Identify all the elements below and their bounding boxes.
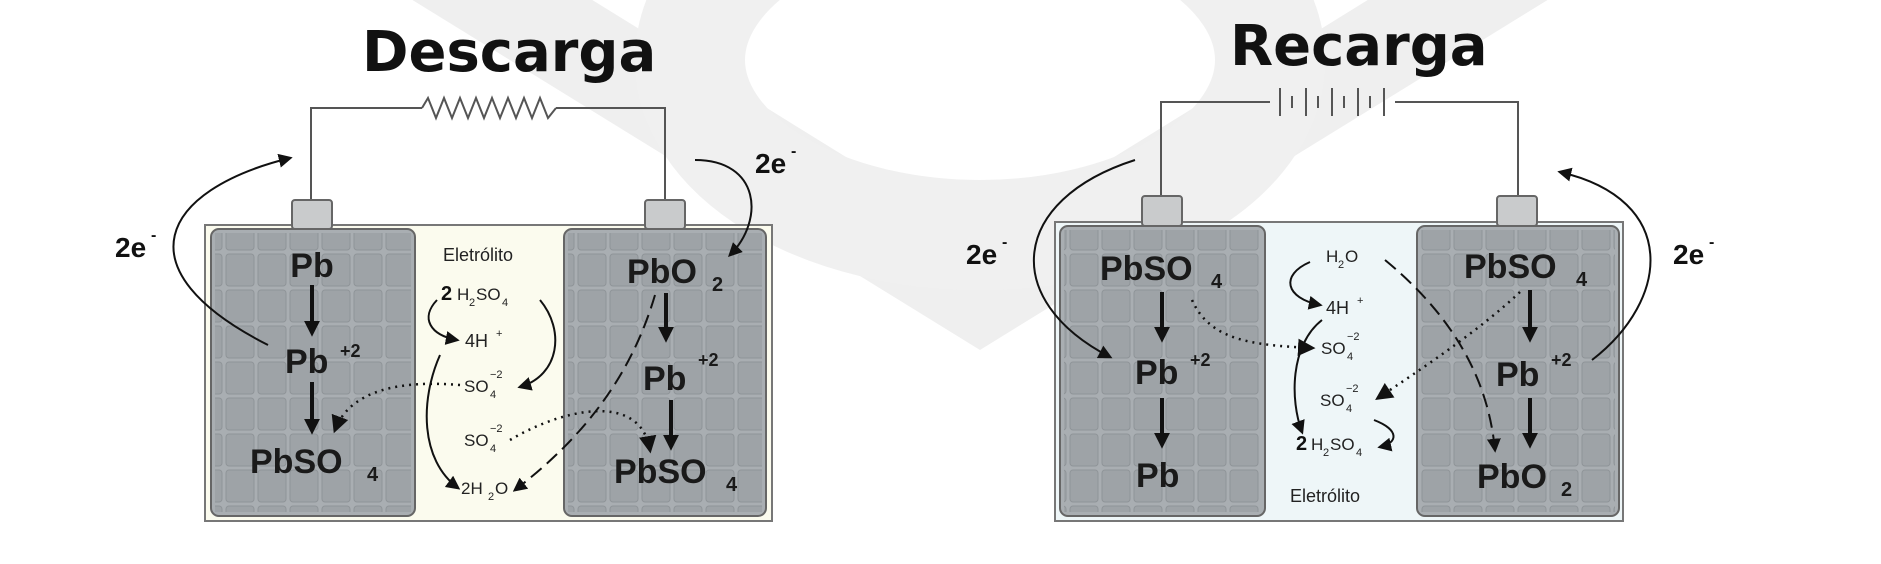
discharge-diagram: Pb Pb +2 PbSO 4 PbO 2 Pb +2 PbSO 4 Eletr…: [115, 95, 796, 522]
h2so4-so: SO: [476, 285, 501, 304]
external-circuit: [1160, 88, 1519, 198]
left-plate-middle-sup: +2: [340, 341, 361, 361]
so4-b-sub: 4: [1346, 403, 1352, 415]
water-h: H: [1326, 247, 1338, 266]
so4-a-sub: 4: [1347, 351, 1353, 363]
negative-terminal: [1141, 195, 1183, 227]
right-plate-middle: Pb: [643, 360, 686, 398]
right-plate-top-sub: 2: [712, 274, 723, 296]
so4-a: SO: [464, 377, 489, 396]
electron-right-sup: -: [791, 143, 796, 160]
water-2h: 2H: [461, 479, 483, 498]
right-plate-bottom: PbSO: [614, 453, 707, 491]
resistor-icon: [421, 95, 557, 121]
h2so4-h: H: [1311, 435, 1323, 454]
right-plate-middle-sup: +2: [698, 350, 719, 370]
right-plate-top: PbSO: [1464, 248, 1557, 286]
left-plate-bottom: PbSO: [250, 443, 343, 481]
left-plate-middle: Pb: [285, 343, 328, 381]
electron-left: 2e: [966, 239, 997, 270]
h2so4-sub2: 4: [1356, 447, 1362, 459]
so4-b-sup: −2: [490, 423, 503, 435]
water-o: O: [495, 479, 508, 498]
right-plate-middle: Pb: [1496, 356, 1539, 394]
right-plate-bottom-sub: 2: [1561, 479, 1572, 501]
recharge-diagram: PbSO 4 Pb +2 Pb PbSO 4 Pb +2 PbO 2 H 2 O…: [966, 88, 1714, 522]
left-plate-top: Pb: [290, 247, 333, 285]
right-plate-middle-sup: +2: [1551, 350, 1572, 370]
electrolyte-label: Eletrólito: [443, 245, 513, 265]
electron-right: 2e: [755, 148, 786, 179]
electron-flow-arrow: [1557, 167, 1652, 361]
electrolyte-label: Eletrólito: [1290, 486, 1360, 506]
battery-icon: [1279, 88, 1385, 116]
negative-plate: [1059, 225, 1266, 517]
h-ion-sup: +: [1357, 295, 1363, 307]
h2so4-sub2: 4: [502, 297, 508, 309]
left-plate-top-sub: 4: [1211, 271, 1223, 293]
so4-a-sub: 4: [490, 389, 496, 401]
left-plate-bottom-sub: 4: [367, 464, 379, 486]
so4-a: SO: [1321, 339, 1346, 358]
right-plate-top-sub: 4: [1576, 269, 1588, 291]
negative-plate: [210, 228, 416, 517]
positive-plate: [1416, 225, 1620, 517]
h2so4-sub1: 2: [469, 297, 475, 309]
electron-left-sup: -: [1002, 234, 1007, 251]
left-plate-middle: Pb: [1135, 354, 1178, 392]
discharge-title: Descarga: [362, 20, 657, 85]
electron-left-sup: -: [151, 227, 156, 244]
h2so4-coef: 2: [441, 283, 452, 305]
right-plate-bottom-sub: 4: [726, 474, 738, 496]
electron-right-sup: -: [1709, 234, 1714, 251]
h-ion: 4H: [465, 331, 488, 351]
so4-b: SO: [1320, 391, 1345, 410]
electron-flow-arrow: [694, 159, 753, 257]
external-circuit: [310, 95, 666, 200]
negative-terminal: [291, 199, 333, 230]
water-sub: 2: [1338, 259, 1344, 271]
positive-terminal: [644, 199, 686, 230]
positive-terminal: [1496, 195, 1538, 227]
so4-b-sub: 4: [490, 443, 496, 455]
left-plate-top: PbSO: [1100, 250, 1193, 288]
recharge-title: Recarga: [1230, 14, 1488, 79]
h-ion-sup: +: [496, 328, 502, 340]
right-plate-top: PbO: [627, 253, 697, 291]
positive-plate: [563, 228, 767, 517]
h2so4-so: SO: [1330, 435, 1355, 454]
electron-right: 2e: [1673, 239, 1704, 270]
left-plate-middle-sup: +2: [1190, 350, 1211, 370]
so4-a-sup: −2: [490, 369, 503, 381]
water-sub: 2: [488, 491, 494, 503]
h2so4-sub1: 2: [1323, 447, 1329, 459]
h2so4-h: H: [457, 285, 469, 304]
water-o: O: [1345, 247, 1358, 266]
left-plate-bottom: Pb: [1136, 457, 1179, 495]
so4-b-sup: −2: [1346, 383, 1359, 395]
h-ion: 4H: [1326, 298, 1349, 318]
so4-b: SO: [464, 431, 489, 450]
electron-flow-arrow: [172, 153, 293, 346]
right-plate-bottom: PbO: [1477, 458, 1547, 496]
so4-a-sup: −2: [1347, 331, 1360, 343]
h2so4-coef: 2: [1296, 433, 1307, 455]
electron-flow-arrow: [1032, 159, 1136, 359]
electron-left: 2e: [115, 232, 146, 263]
